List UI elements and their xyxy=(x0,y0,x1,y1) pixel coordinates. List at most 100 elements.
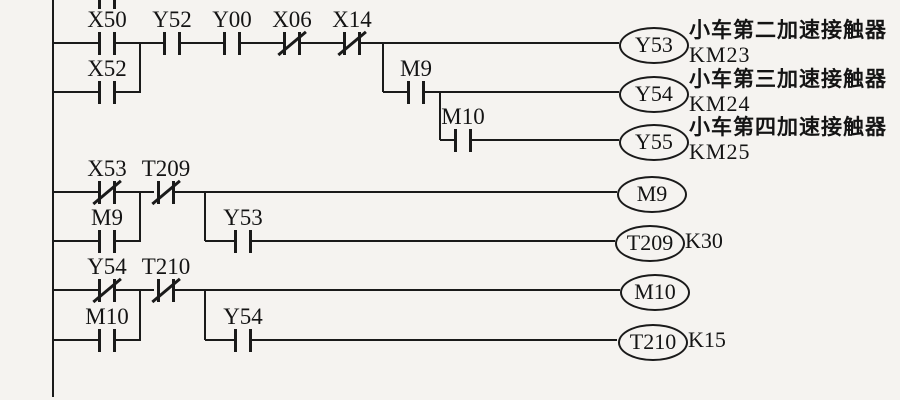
wire-segment xyxy=(172,190,617,194)
wire-segment xyxy=(438,92,442,140)
power-rail-left xyxy=(51,0,55,397)
contact-y54-bar xyxy=(234,328,238,352)
contact-t209-bar xyxy=(172,180,176,204)
contact-y52-label: Y52 xyxy=(152,7,192,32)
wire-segment xyxy=(138,192,142,242)
contact-y54-bar xyxy=(113,278,117,302)
wire-segment xyxy=(53,338,98,342)
wire-segment xyxy=(381,43,385,92)
contact-x50-bar xyxy=(98,31,102,55)
contact-m10-bar xyxy=(113,328,117,352)
contact-m10-bar xyxy=(454,128,458,152)
contact-t210-bar xyxy=(157,278,161,302)
wire-segment xyxy=(138,43,142,93)
contact-m10-label: M10 xyxy=(85,304,129,329)
wire-segment xyxy=(116,41,163,45)
coil-y53-annotation-text: 小车第二加速接触器 xyxy=(689,18,887,42)
cropped-contact-fragment-bar xyxy=(113,0,117,9)
contact-m10-bar xyxy=(98,328,102,352)
coil-y55-annotation-text: 小车第四加速接触器 xyxy=(689,115,887,139)
wire-segment xyxy=(241,41,283,45)
wire-segment xyxy=(203,290,207,340)
coil-t209-timer-constant: K30 xyxy=(685,228,723,253)
contact-y53-bar xyxy=(234,229,238,253)
contact-y52-bar xyxy=(178,31,182,55)
wire-segment xyxy=(116,338,141,342)
contact-t209-label: T209 xyxy=(141,156,191,181)
contact-y00-bar xyxy=(238,31,242,55)
wire-segment xyxy=(472,138,619,142)
cropped-contact-fragment-bar xyxy=(98,0,102,9)
contact-t210-bar xyxy=(172,278,176,302)
coil-t210-label: T210 xyxy=(629,329,677,354)
contact-y54-bar xyxy=(249,328,253,352)
coil-y53-annotation-km: KM23 xyxy=(689,41,751,67)
coil-m10: M10 xyxy=(620,273,690,311)
contact-m9-bar xyxy=(113,229,117,253)
contact-t210-label: T210 xyxy=(141,254,191,279)
wire-segment xyxy=(138,290,142,341)
contact-y00-label: Y00 xyxy=(212,7,252,32)
contact-x50-bar xyxy=(113,31,117,55)
coil-m9-label: M9 xyxy=(636,181,668,206)
coil-t210-timer-constant: K15 xyxy=(688,327,726,352)
wire-segment xyxy=(252,338,617,342)
contact-m9-label: M9 xyxy=(400,56,432,81)
contact-x14-bar xyxy=(343,31,347,55)
contact-y54-bar xyxy=(98,278,102,302)
wire-segment xyxy=(53,41,98,45)
wire-segment xyxy=(116,239,141,243)
wire-segment xyxy=(252,239,615,243)
wire-segment xyxy=(361,41,619,45)
coil-y54-annotation-text: 小车第三加速接触器 xyxy=(689,67,887,91)
wire-segment xyxy=(53,90,98,94)
contact-y52-bar xyxy=(163,31,167,55)
wire-segment xyxy=(172,288,620,292)
contact-y54-label: Y54 xyxy=(223,304,263,329)
contact-x53-bar xyxy=(98,180,102,204)
wire-segment xyxy=(53,190,98,194)
coil-y55-label: Y55 xyxy=(635,129,673,154)
coil-m10-label: M10 xyxy=(634,279,676,304)
contact-y53-label: Y53 xyxy=(223,205,263,230)
coil-t209-label: T209 xyxy=(626,230,674,255)
wire-segment xyxy=(383,90,407,94)
contact-m9-bar xyxy=(422,80,426,104)
contact-x14-bar xyxy=(358,31,362,55)
contact-y00-bar xyxy=(223,31,227,55)
contact-y54-label: Y54 xyxy=(87,254,127,279)
coil-t209: T209 xyxy=(615,224,685,262)
wire-segment xyxy=(53,288,98,292)
contact-x52-bar xyxy=(98,80,102,104)
coil-y53: Y53 xyxy=(619,26,689,64)
contact-x52-bar xyxy=(113,80,117,104)
coil-y54-label: Y54 xyxy=(635,81,673,106)
wire-segment xyxy=(116,190,154,194)
coil-y54: Y54 xyxy=(619,75,689,113)
contact-m10-bar xyxy=(469,128,473,152)
wire-segment xyxy=(53,239,98,243)
wire-segment xyxy=(116,90,141,94)
contact-m9-bar xyxy=(98,229,102,253)
contact-x14-label: X14 xyxy=(332,7,372,32)
wire-segment xyxy=(116,288,154,292)
coil-y53-label: Y53 xyxy=(635,32,673,57)
contact-x06-bar xyxy=(283,31,287,55)
contact-x06-label: X06 xyxy=(272,7,312,32)
coil-y55-annotation-km: KM25 xyxy=(689,138,751,164)
contact-m9-bar xyxy=(407,80,411,104)
contact-t209-bar xyxy=(157,180,161,204)
contact-x52-label: X52 xyxy=(87,56,127,81)
wire-segment xyxy=(425,90,619,94)
contact-x53-label: X53 xyxy=(87,156,127,181)
contact-m9-label: M9 xyxy=(91,205,123,230)
wire-segment xyxy=(440,138,454,142)
contact-x50-label: X50 xyxy=(87,7,127,32)
contact-x53-bar xyxy=(113,180,117,204)
wire-segment xyxy=(181,41,223,45)
wire-segment xyxy=(301,41,343,45)
